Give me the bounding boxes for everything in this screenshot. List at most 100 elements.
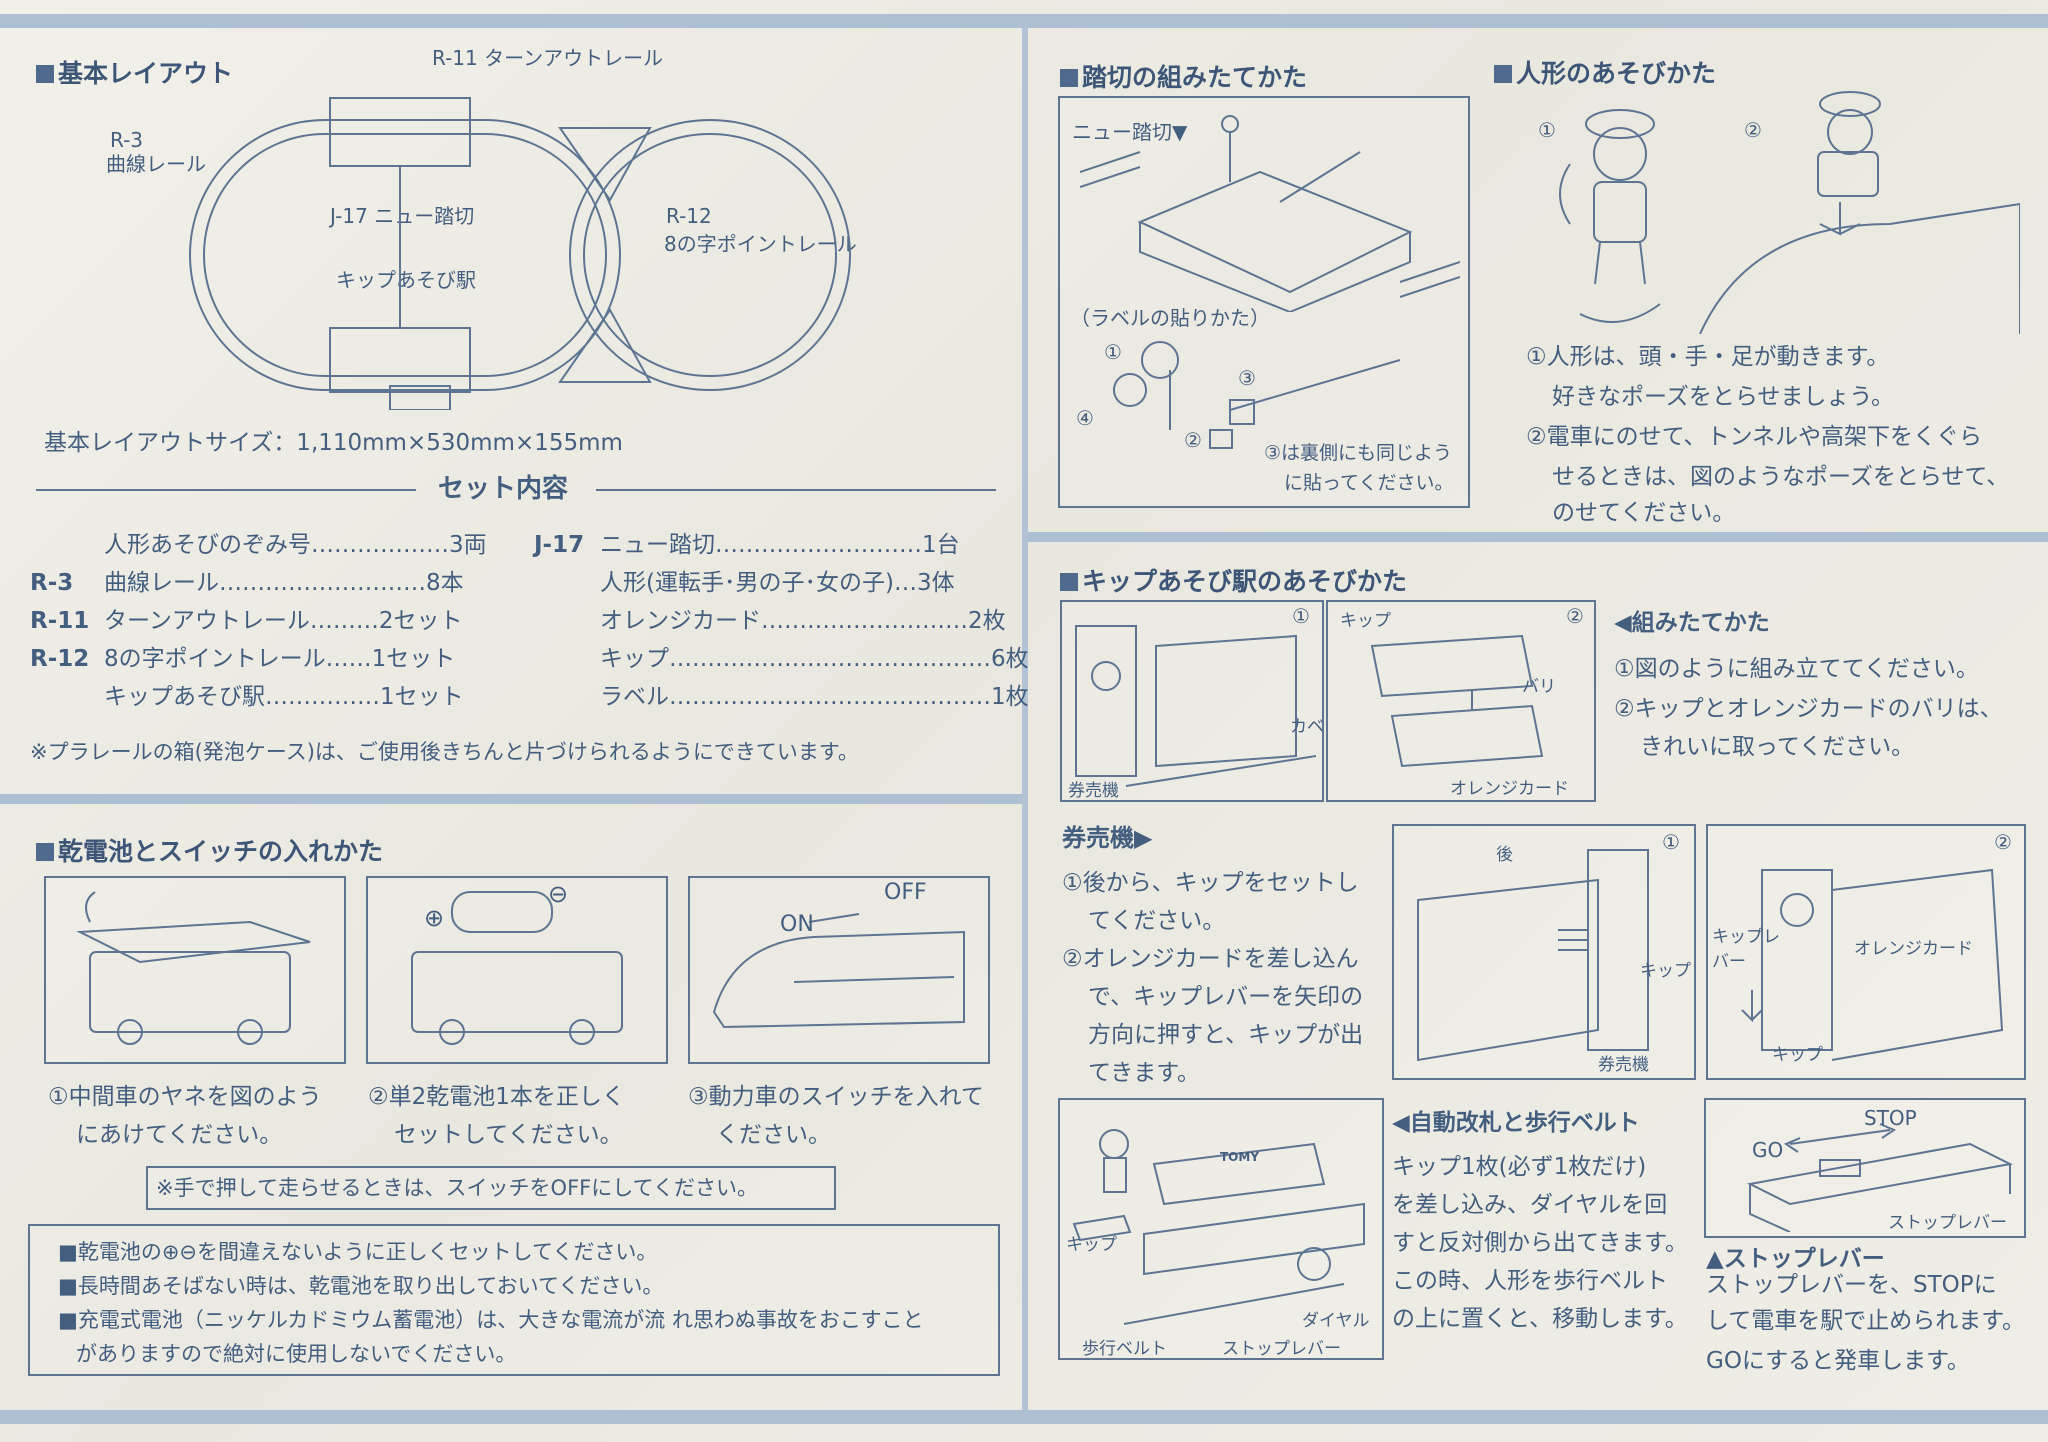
gate-1: キップ1枚(必ず1枚だけ) [1392, 1154, 1647, 1180]
gate-dial: ダイヤル [1302, 1311, 1370, 1331]
battery-title: 乾電池とスイッチの入れかた [36, 832, 383, 868]
station-kabe: カベ [1290, 717, 1324, 737]
layout-diagram [189, 97, 851, 410]
kenbaiki-ushiro: 後 [1496, 845, 1513, 865]
top-border [0, 14, 2048, 28]
assemble-1: ①図のように組み立ててください。 [1614, 656, 1979, 682]
switch-off-label: OFF [884, 880, 927, 905]
kenbaiki-step2-panel [1706, 824, 2026, 1080]
kenbaiki-n1: ① [1662, 830, 1680, 854]
battery-step3-panel [688, 876, 990, 1064]
contents-left-item-4: キップあそび駅……………1セット [104, 684, 464, 710]
kenbaiki-small-2: 券売機 [1598, 1055, 1649, 1075]
crossing-note-2: に貼ってください。 [1284, 472, 1454, 494]
station-orange: オレンジカード [1450, 779, 1569, 799]
station-step1-illustration [1075, 625, 1317, 787]
hand-note: ※手で押して走らせるときは、スイッチをOFFにしてください。 [156, 1176, 758, 1200]
layout-title: 基本レイアウト [36, 54, 233, 90]
crossing-label-new: ニュー踏切▼ [1072, 120, 1188, 144]
figure-illustration [1559, 91, 2020, 334]
stop-lever-label: ストップレバー [1888, 1213, 2007, 1233]
crossing-title: 踏切の組みたてかた [1060, 58, 1307, 94]
contents-left-item-0: 人形あそびのぞみ号………………3両 [104, 532, 487, 558]
contents-right-item-0: ニュー踏切………………………1台 [600, 532, 960, 558]
assemble-2: ②キップとオレンジカードのバリは、 [1614, 696, 2003, 722]
battery-plus: ⊕ [424, 904, 445, 932]
gate-tomy: TOMY [1220, 1150, 1260, 1164]
contents-left-code-1: R-3 [30, 570, 74, 596]
switch-on-label: ON [780, 912, 814, 937]
r11-label: R-11 ターンアウトレール [432, 46, 664, 70]
kenbaiki-step1-panel [1392, 824, 1696, 1080]
sticker-n2: ② [1184, 428, 1202, 452]
battery-step2-illustration [411, 891, 623, 1045]
layout-size: 基本レイアウトサイズ：1,110mm×530mm×155mm [44, 430, 623, 456]
contents-right-item-2: オレンジカード………………………2枚 [600, 608, 1006, 634]
figure-text-5: のせてください。 [1552, 500, 1736, 526]
figure-text-2: 好きなポーズをとらせましょう。 [1552, 384, 1895, 410]
figure-title: 人形のあそびかた [1494, 54, 1716, 90]
gate-2: を差し込み、ダイヤルを回 [1392, 1192, 1668, 1218]
kenbaiki-title: 券売機▶ [1062, 824, 1153, 852]
crossing-illustration [1080, 115, 1460, 312]
station-kenbaiki-small: 券売機 [1068, 781, 1119, 801]
crossing-label-sticker: （ラベルの貼りかた） [1070, 306, 1270, 330]
figure-text-1: ①人形は、頭・手・足が動きます。 [1526, 344, 1890, 370]
r12-code: R-12 [666, 204, 712, 228]
figure-n2: ② [1744, 118, 1762, 142]
station-bari: バリ [1522, 677, 1556, 697]
gate-stop-lever: ストップレバー [1222, 1339, 1341, 1359]
contents-title: セット内容 [438, 474, 569, 504]
battery-step1-illustration [76, 891, 311, 1045]
kenbaiki-kippu-2: キップ [1772, 1045, 1823, 1065]
assemble-3: きれいに取ってください。 [1640, 734, 1915, 760]
battery-cap1a: ①中間車のヤネを図のよう [48, 1084, 322, 1110]
warning-box [28, 1224, 1000, 1376]
sticker-n3: ③ [1238, 366, 1256, 390]
contents-rule-left [36, 489, 416, 491]
stop-panel [1704, 1098, 2026, 1238]
figure-n1: ① [1538, 118, 1556, 142]
kenbaiki-kippu-lever: キップレバー [1712, 927, 1780, 972]
station-step2-illustration [1370, 634, 1544, 768]
kenbaiki-2: てください。 [1088, 908, 1226, 934]
sticker-n4: ④ [1076, 406, 1094, 430]
r3-code: R-3 [110, 128, 144, 152]
contents-left-item-3: 8の字ポイントレール……1セット [104, 646, 456, 672]
stop-3: GOにすると発車します。 [1706, 1348, 1970, 1374]
gate-3: すと反対側から出てきます。 [1392, 1230, 1689, 1256]
warning-1: ■乾電池の⊕⊖を間違えないように正しくセットしてください。 [58, 1240, 658, 1264]
contents-rule-right [596, 489, 996, 491]
kenbaiki-kippu: キップ [1640, 961, 1691, 981]
stop-stop: STOP [1864, 1106, 1917, 1130]
contents-left-item-2: ターンアウトレール………2セット [104, 608, 463, 634]
station-step2-panel [1326, 600, 1596, 802]
center-fold [1022, 28, 1028, 1410]
contents-left-code-2: R-11 [30, 608, 90, 634]
battery-cap2b: セットしてください。 [394, 1122, 623, 1148]
contents-right-code-0: J-17 [534, 532, 585, 558]
gate-panel [1058, 1098, 1384, 1360]
assemble-title: ◀組みたてかた [1614, 610, 1770, 636]
kenbaiki-3: ②オレンジカードを差し込ん [1062, 946, 1359, 972]
battery-minus: ⊖ [548, 880, 569, 908]
station-label: キップあそび駅 [336, 268, 476, 292]
station-step1-panel [1060, 600, 1324, 802]
left-divider [0, 794, 1022, 804]
label-illustration [1113, 341, 1401, 449]
contents-right-item-3: キップ……………………………………6枚 [600, 646, 1029, 672]
stop-illustration [1746, 1123, 2014, 1232]
kenbaiki-4: で、キップレバーを矢印の [1088, 984, 1364, 1010]
r12-name: 8の字ポイントレール [664, 232, 857, 256]
bottom-border [0, 1410, 2048, 1424]
contents-left-item-1: 曲線レール………………………8本 [104, 570, 464, 596]
station-n1: ① [1292, 604, 1310, 628]
kenbaiki-step1-illustration [1417, 849, 1649, 1062]
right-divider [1028, 532, 2048, 542]
stop-2: して電車を駅で止められます。 [1706, 1308, 2026, 1334]
station-n2: ② [1566, 604, 1584, 628]
contents-right-item-4: ラベル……………………………………1枚 [600, 684, 1029, 710]
stop-1: ストップレバーを、STOPに [1706, 1272, 1997, 1298]
kenbaiki-step2-illustration [1741, 868, 2004, 1061]
